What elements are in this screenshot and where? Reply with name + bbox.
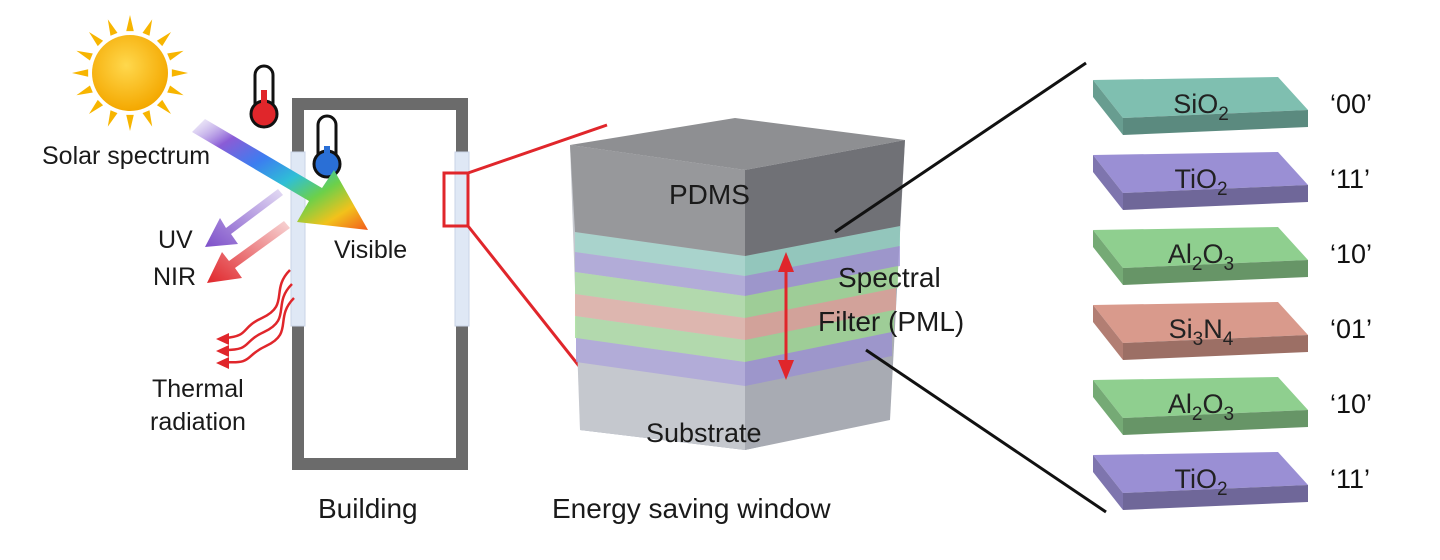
window-cube xyxy=(570,118,905,450)
layer-left-face xyxy=(1093,305,1123,360)
uv-arrow xyxy=(205,189,283,247)
layer-binary-code: ‘10’ xyxy=(1330,239,1372,269)
layer-top-face xyxy=(1093,452,1308,493)
layer-left-face xyxy=(1093,455,1123,510)
filter-bands xyxy=(575,226,900,386)
layer-front-face xyxy=(1123,485,1308,510)
stack-layer: TiO2 ‘11’ xyxy=(1093,152,1370,210)
building-caption: Building xyxy=(318,493,418,524)
thermal-radiation-waves xyxy=(224,269,295,364)
sun-ray xyxy=(126,15,134,32)
sun-ray xyxy=(126,114,134,131)
layer-left-face xyxy=(1093,230,1123,285)
sun-ray xyxy=(171,69,188,77)
stack-layer: SiO2 ‘00’ xyxy=(1093,77,1372,135)
thermal-label-line2: radiation xyxy=(150,408,246,436)
sun-ray xyxy=(72,69,89,77)
sun-ray xyxy=(76,50,93,61)
layer-left-face xyxy=(1093,380,1123,435)
layer-top-face xyxy=(1093,227,1308,268)
layer-binary-code: ‘00’ xyxy=(1330,89,1372,119)
sun-icon xyxy=(72,15,188,131)
sun-ray xyxy=(107,19,118,36)
visible-label: Visible xyxy=(334,236,407,264)
stack-layer: Si3N4 ‘01’ xyxy=(1093,302,1372,360)
window-glass-right xyxy=(454,151,470,327)
layer-front-face xyxy=(1123,260,1308,285)
pdms-label: PDMS xyxy=(669,179,750,210)
thermal-arrowheads xyxy=(216,333,229,369)
stack-line-bottom xyxy=(865,348,1107,514)
sun-ray xyxy=(142,19,153,36)
stack-layer: Al2O3 ‘10’ xyxy=(1093,227,1372,285)
layer-binary-code: ‘10’ xyxy=(1330,389,1372,419)
sun-ray xyxy=(142,110,153,127)
uv-label: UV xyxy=(158,226,193,254)
sun-ray xyxy=(88,99,104,115)
layer-binary-code: ‘11’ xyxy=(1330,464,1370,494)
building-frame xyxy=(292,98,468,470)
spectral-filter-label-line1: Spectral xyxy=(838,262,941,293)
sun-ray xyxy=(156,31,172,47)
layer-top-face xyxy=(1093,77,1308,118)
layer-material-label: TiO2 xyxy=(1174,464,1227,500)
layer-top-face xyxy=(1093,152,1308,193)
layer-top-face xyxy=(1093,377,1308,418)
spectral-filter-label-line2: Filter (PML) xyxy=(818,306,964,337)
sun-ray xyxy=(88,31,104,47)
filter-thickness-arrow xyxy=(778,252,794,380)
sun-ray xyxy=(156,99,172,115)
layer-material-label: Si3N4 xyxy=(1169,314,1234,350)
layer-material-label: SiO2 xyxy=(1173,89,1229,125)
stack-layer: TiO2 ‘11’ xyxy=(1093,452,1370,510)
stack-line-top xyxy=(834,61,1087,234)
thermometer-hot-icon xyxy=(249,64,279,129)
nir-label: NIR xyxy=(153,263,196,291)
layer-material-label: Al2O3 xyxy=(1168,389,1234,425)
sun-disc xyxy=(92,35,168,111)
stack-layer: Al2O3 ‘10’ xyxy=(1093,377,1372,435)
layer-stack: SiO2 ‘00’ TiO2 ‘11’ Al2O3 ‘10’ Si3N4 ‘01’ Al2O3 ‘… xyxy=(1093,77,1372,510)
nir-arrow xyxy=(207,221,290,283)
layer-binary-code: ‘01’ xyxy=(1330,314,1372,344)
layer-material-label: TiO2 xyxy=(1174,164,1227,200)
sun-ray xyxy=(76,85,93,96)
sun-ray xyxy=(167,85,184,96)
layer-binary-code: ‘11’ xyxy=(1330,164,1370,194)
sun-ray xyxy=(107,110,118,127)
substrate-label: Substrate xyxy=(646,418,762,448)
layer-top-face xyxy=(1093,302,1308,343)
thermometer-cool-icon xyxy=(312,114,342,179)
layer-material-label: Al2O3 xyxy=(1168,239,1234,275)
layer-front-face xyxy=(1123,410,1308,435)
layer-front-face xyxy=(1123,335,1308,360)
window-caption: Energy saving window xyxy=(552,493,831,524)
sun-ray xyxy=(167,50,184,61)
zoom-line-top xyxy=(467,123,608,175)
thermal-label-line1: Thermal xyxy=(152,375,244,403)
layer-left-face xyxy=(1093,80,1123,135)
solar-beam-arrow xyxy=(192,119,368,230)
layer-front-face xyxy=(1123,185,1308,210)
layer-front-face xyxy=(1123,110,1308,135)
zoom-box xyxy=(442,171,470,228)
solar-spectrum-label: Solar spectrum xyxy=(42,142,210,170)
layer-left-face xyxy=(1093,155,1123,210)
